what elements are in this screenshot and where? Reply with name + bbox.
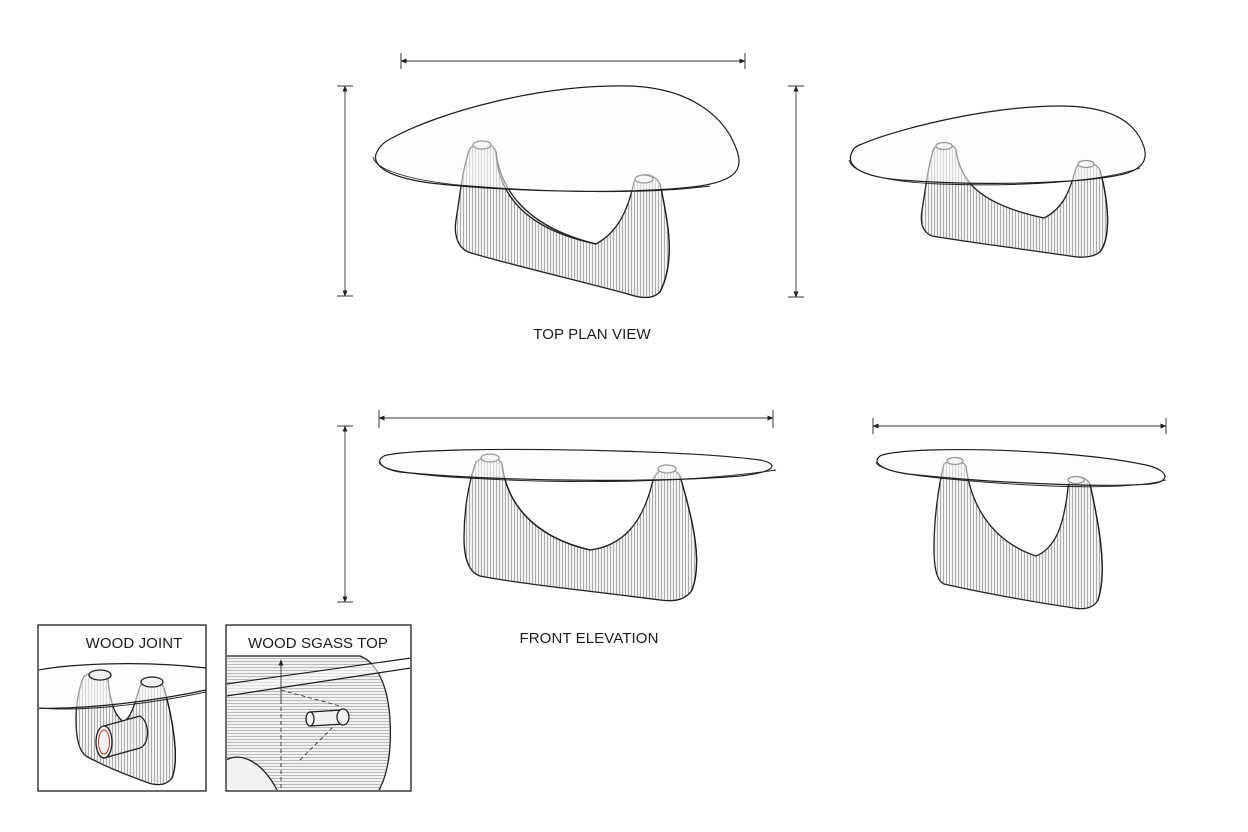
front-elevation-table-right (872, 418, 1167, 610)
wooden-base-front-right (933, 456, 1103, 610)
glass-top-right (849, 105, 1146, 184)
label-front-elevation: FRONT ELEVATION (519, 630, 658, 647)
detail-wood-joint: WOOD JOINT (37, 624, 207, 792)
glass-top-front-right (876, 449, 1166, 486)
detail-wood-glass-top: WOOD SGASS TOP (225, 624, 412, 792)
plan-view-table-left (337, 53, 746, 299)
label-wood-glass-top: WOOD SGASS TOP (248, 635, 388, 652)
label-top-plan-view: TOP PLAN VIEW (533, 326, 651, 343)
glass-top (374, 85, 740, 192)
label-wood-joint: WOOD JOINT (86, 635, 183, 652)
front-elevation-table-left (337, 410, 777, 603)
plan-view-table-right (788, 85, 1146, 298)
joint-dowel (95, 715, 149, 759)
connector-pin (305, 708, 350, 727)
